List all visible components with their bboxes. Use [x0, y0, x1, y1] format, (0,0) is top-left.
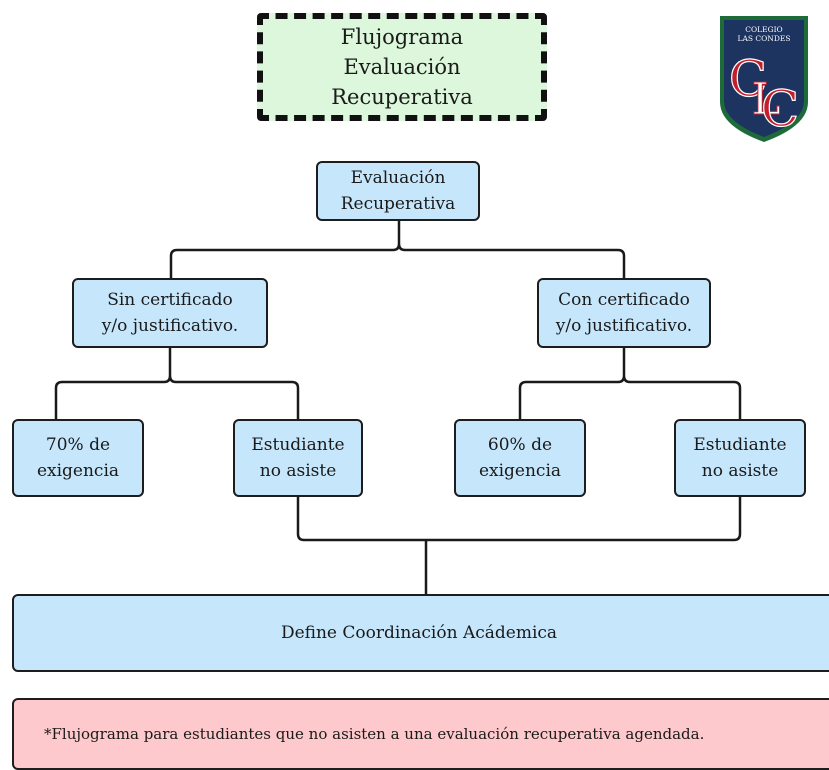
footnote-box: *Flujograma para estudiantes que no asis… — [12, 698, 829, 770]
connector-root-branches — [169, 216, 626, 280]
node-right-branch: Con certificado y/o justificativo. — [537, 278, 711, 348]
connector-to-final — [296, 494, 742, 596]
node-left-b-label: Estudiante no asiste — [251, 435, 345, 481]
flowchart-title-text: Flujograma Evaluación Recuperativa — [331, 25, 473, 109]
logo-letter-c2: C — [761, 80, 799, 138]
node-right-b: Estudiante no asiste — [674, 419, 806, 497]
connector-left-children — [54, 345, 300, 421]
node-left-a: 70% de exigencia — [12, 419, 144, 497]
node-right-branch-label: Con certificado y/o justificativo. — [555, 290, 693, 336]
logo-bottom-text: LAS CONDES — [738, 34, 791, 43]
node-left-b: Estudiante no asiste — [233, 419, 363, 497]
flowchart-title: Flujograma Evaluación Recuperativa — [257, 13, 547, 121]
node-final: Define Coordinación Acádemica — [12, 594, 829, 672]
logo-letter-l: L — [751, 74, 780, 125]
node-root-label: Evaluación Recuperativa — [340, 168, 456, 214]
footnote-text: *Flujograma para estudiantes que no asis… — [44, 725, 705, 743]
node-root: Evaluación Recuperativa — [316, 161, 480, 221]
node-left-branch: Sin certificado y/o justificativo. — [72, 278, 268, 348]
connector-right-children — [518, 345, 742, 421]
node-right-b-label: Estudiante no asiste — [693, 435, 787, 481]
node-right-a: 60% de exigencia — [454, 419, 586, 497]
node-left-branch-label: Sin certificado y/o justificativo. — [101, 290, 239, 336]
node-left-a-label: 70% de exigencia — [36, 435, 120, 481]
node-final-label: Define Coordinación Acádemica — [280, 623, 558, 643]
logo-letter-c1: C — [729, 50, 767, 108]
node-right-a-label: 60% de exigencia — [478, 435, 562, 481]
logo-top-text: COLEGIO — [745, 25, 782, 34]
school-logo: COLEGIO LAS CONDES C L C — [718, 14, 810, 144]
